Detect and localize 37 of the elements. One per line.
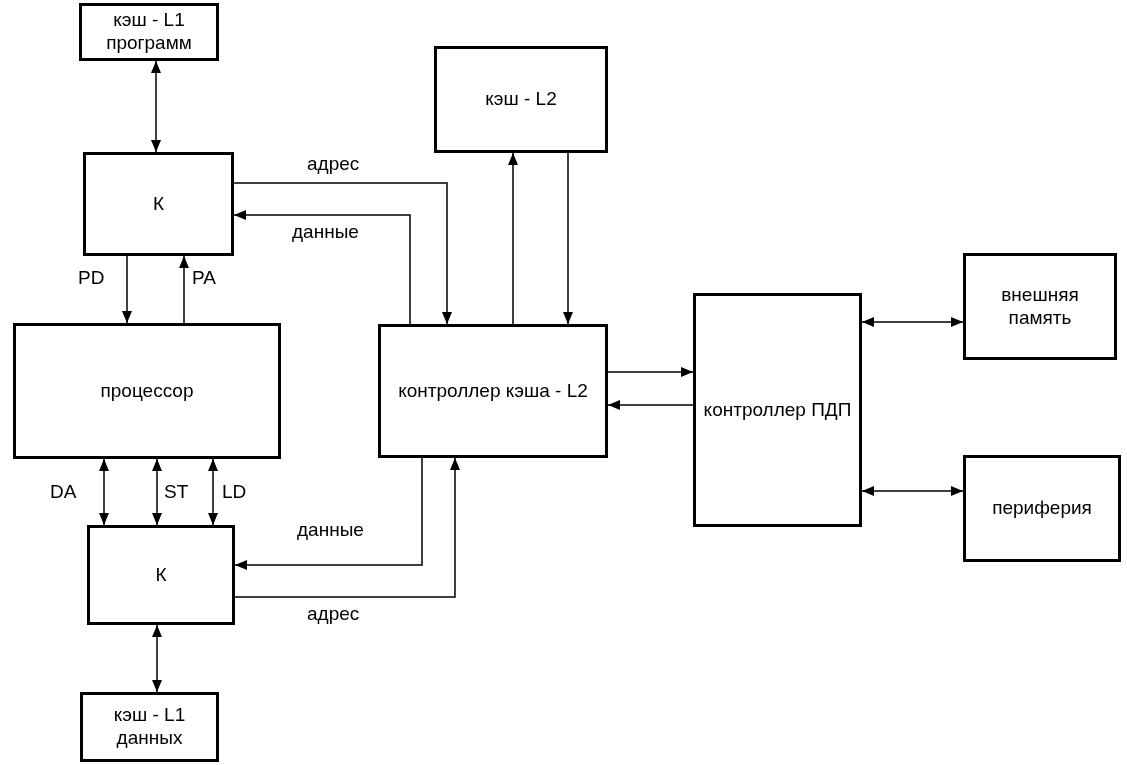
box-label: контроллер ПДП: [703, 398, 852, 422]
arrow: [233, 182, 452, 325]
process-box: [963, 253, 1117, 360]
process-box: [80, 692, 219, 762]
arrow: [508, 152, 518, 325]
arrow: [151, 60, 161, 153]
box-label: внешняя память: [1000, 283, 1080, 330]
process-box: [693, 293, 862, 527]
process-box: [378, 324, 608, 458]
box-label: К: [155, 563, 167, 587]
box-label: кэш - L2: [485, 88, 557, 111]
arrow: [861, 486, 964, 496]
arrow: [234, 457, 423, 570]
box-label: К: [152, 192, 165, 216]
box-label: кэш - L1 данных: [112, 704, 187, 750]
process-box: [83, 152, 234, 256]
arrow: [233, 210, 411, 325]
arrow: [152, 624, 162, 693]
process-box: [79, 3, 219, 61]
arrow: [234, 457, 460, 598]
process-box: [13, 323, 281, 459]
arrow: [99, 458, 109, 526]
process-box: [87, 525, 235, 625]
box-label: кэш - L1 программ: [105, 9, 193, 55]
box-label: контроллер кэша - L2: [398, 379, 588, 403]
arrow: [208, 458, 218, 526]
arrow: [122, 255, 132, 324]
arrow: [607, 400, 694, 410]
box-label: периферия: [992, 497, 1092, 520]
process-box: [963, 455, 1121, 562]
arrow: [861, 317, 964, 327]
process-box: [434, 46, 608, 153]
box-label: процессор: [100, 379, 194, 403]
arrow: [607, 367, 694, 377]
arrow: [152, 458, 162, 526]
arrow: [179, 255, 189, 324]
arrow: [563, 152, 573, 325]
